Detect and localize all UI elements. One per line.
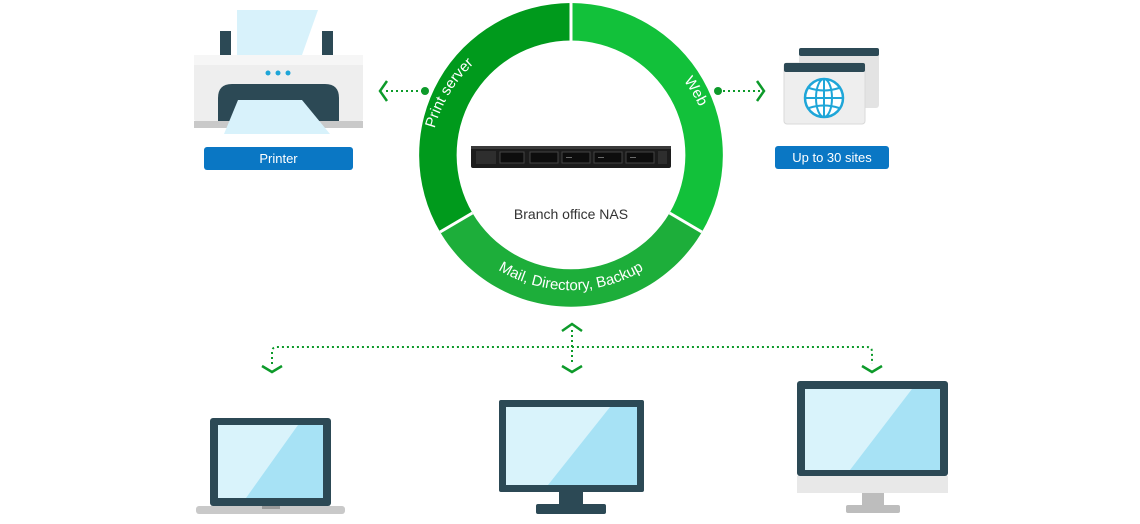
arrow-right-icon [755,80,766,102]
client-links [261,322,883,374]
ring-segment-mail-directory-backup [440,213,702,307]
arrow-down-icon [261,364,283,374]
monitor-icon [499,400,644,514]
printer-label: Printer [204,147,353,170]
arrow-down-icon [861,364,883,374]
website-icon [783,48,879,125]
ring-segment-web [571,3,723,232]
arrow-down-icon [561,364,583,374]
arrow-left-icon [378,80,389,102]
laptop-icon [196,418,345,514]
ring-segment-print-server [419,3,571,232]
arrow-up-icon [561,322,583,333]
web-link [714,80,766,102]
nas-label: Branch office NAS [514,206,628,222]
printer-link [378,80,429,102]
globe-icon [803,77,845,119]
all-in-one-computer-icon [797,381,948,513]
printer-icon [194,10,363,134]
sites-label: Up to 30 sites [775,146,889,169]
nas-device-icon [471,146,671,168]
